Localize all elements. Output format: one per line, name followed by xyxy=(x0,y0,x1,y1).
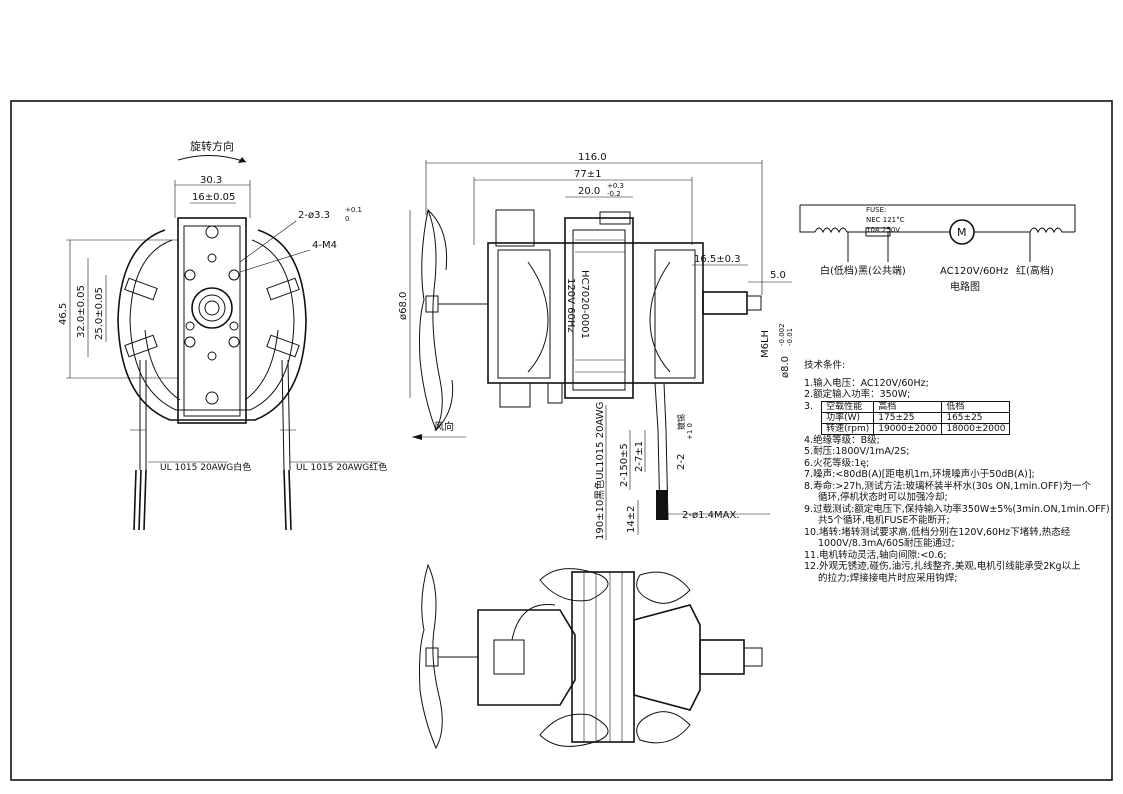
strip-1: 2-150±5 xyxy=(619,443,630,487)
spec-cell: 转速(rpm) xyxy=(821,422,875,435)
tech-item-10: 10.堵转:堵转测试要求高,低档分别在120V,60Hz下堵转,热态经 xyxy=(804,526,1071,538)
spec-table-row: 转速(rpm) 19000±2000 18000±2000 xyxy=(821,422,1011,435)
threads-note: 4-M4 xyxy=(312,240,337,251)
tech-item-5: 5.耐压:1800V/1mA/2S; xyxy=(804,446,910,457)
tech-item-8-cont: 循环,停机状态时可以加强冷却; xyxy=(818,492,948,503)
dim-shaft-diameter: ø8.0 xyxy=(780,356,791,378)
rotation-arrow-icon xyxy=(177,154,247,163)
label-white-low: 白(低档) xyxy=(820,264,858,277)
spec-cell: 18000±2000 xyxy=(941,422,1011,435)
tech-item-10-cont: 1000V/8.3mA/60S耐压能通过; xyxy=(818,538,955,549)
spec-cell: 165±25 xyxy=(941,411,1011,424)
spec-cell: 175±25 xyxy=(873,411,943,424)
rotation-label: 旋转方向 xyxy=(190,139,234,153)
spec-table: 空载性能 高档 低档 功率(W) 175±25 165±25 转速(rpm) 1… xyxy=(821,400,1011,435)
strip-2: 2-7±1 xyxy=(634,441,645,472)
strip-3: 2-2 xyxy=(676,454,687,470)
label-red-high: 红(高档) xyxy=(1016,264,1054,277)
strip-4: 14±2 xyxy=(626,506,637,533)
dim-overall-length: 116.0 xyxy=(578,152,607,163)
spec-cell: 19000±2000 xyxy=(873,422,943,435)
dim-shaft-tip: 5.0 xyxy=(770,270,786,281)
wire-white-label: UL 1015 20AWG白色 xyxy=(160,461,251,473)
dim-height-inner: 25.0±0.05 xyxy=(94,287,105,340)
tech-title: 技术条件: xyxy=(804,360,846,371)
tech-item-12: 12.外观无锈迹,碰伤,油污,扎线整齐,美观,电机引线能承受2Kg以上 xyxy=(804,561,1081,572)
dim-core-width: 20.0 xyxy=(578,186,600,197)
tech-item-8: 8.寿命:>27h,测试方法:玻璃杯装半杯水(30s ON,1min.OFF)为… xyxy=(804,480,1092,492)
circuit-diagram: FUSE: NEC 121°C 10A 250V M 白(低档) 黑(公共端) … xyxy=(799,204,1076,293)
spec-header-cell: 空载性能 xyxy=(821,400,875,413)
fuse-spec-2: 10A 250V xyxy=(866,226,900,234)
lead-length: 190±10黑色UL1015 20AWG xyxy=(593,402,606,540)
spec-table-row: 功率(W) 175±25 165±25 xyxy=(821,411,1011,424)
top-view xyxy=(419,563,763,750)
tech-item-3-num: 3. xyxy=(804,400,814,412)
tech-notes: 技术条件: 1.输入电压：AC120V/60Hz; 2.额定输入功率：350W;… xyxy=(804,360,1110,584)
wire-red-label: UL 1015 20AWG红色 xyxy=(296,461,387,473)
sheet-border xyxy=(10,100,1113,781)
dim-thread: M6LH xyxy=(760,330,771,358)
spec-header-cell: 低档 xyxy=(941,400,1011,413)
airflow-label: 风向 xyxy=(434,420,454,433)
tech-item-3: 3. 空载性能 高档 低档 功率(W) 175±25 165±25 转速(rpm… xyxy=(804,400,1104,435)
dim-core-tol-upper: +0.3 xyxy=(607,182,624,190)
side-view: HC7020-0001 120V 60Hz 116.0 77±1 20.0 +0… xyxy=(398,152,794,540)
tech-item-12-cont: 的拉力;焊接接电片时应采用钩焊; xyxy=(818,572,958,584)
spec-cell: 功率(W) xyxy=(821,411,875,424)
front-view: 旋转方向 xyxy=(58,139,387,531)
dim-body-length: 77±1 xyxy=(574,169,601,180)
dim-width-top: 30.3 xyxy=(200,175,222,186)
tech-item-11: 11.电机转动灵活,轴向间隙:<0.6; xyxy=(804,549,947,561)
tech-item-1: 1.输入电压：AC120V/60Hz; xyxy=(804,377,929,389)
strip-3-note: 镀锡 xyxy=(676,414,686,430)
tech-item-6: 6.火花等级:1ę; xyxy=(804,457,870,469)
dim-shaft-tol-lower: -0.01 xyxy=(786,328,794,346)
tech-item-2: 2.额定输入功率：350W; xyxy=(804,389,911,400)
supply-label: AC120V/60Hz xyxy=(940,266,1008,277)
strip-3-tol: +1 0 xyxy=(686,423,694,440)
dim-height-total: 46.5 xyxy=(58,303,69,325)
stator-marking-2: 120V 60Hz xyxy=(565,278,576,333)
spec-header-cell: 高档 xyxy=(873,400,943,413)
holes-note: 2-ø3.3 xyxy=(298,210,330,221)
spec-table-header: 空载性能 高档 低档 xyxy=(821,400,1011,413)
holes-tol-lower: 0 xyxy=(345,215,349,223)
dim-diameter: ø68.0 xyxy=(398,292,409,320)
fuse-label: FUSE: xyxy=(866,206,886,214)
dim-width-inner: 16±0.05 xyxy=(192,192,235,203)
stator-marking-1: HC7020-0001 xyxy=(579,270,590,339)
dim-height-mid: 32.0±0.05 xyxy=(76,285,87,338)
dim-shaft-tol-upper: -0.002 xyxy=(778,323,786,346)
circuit-title: 电路图 xyxy=(950,280,980,293)
motor-symbol: M xyxy=(957,226,967,239)
dim-shaft-offset: 16.5±0.3 xyxy=(694,254,741,265)
tech-item-4: 4.绝缘等级：B级; xyxy=(804,434,880,446)
label-black-common: 黑(公共端) xyxy=(858,264,906,277)
fuse-spec-1: NEC 121°C xyxy=(866,216,905,224)
holes-tol-upper: +0.1 xyxy=(345,206,362,214)
tech-item-7: 7.噪声:<80dB(A)[距电机1m,环境噪声小于50dB(A)]; xyxy=(804,469,1035,480)
dim-core-tol-lower: -0.2 xyxy=(607,190,621,198)
tech-item-9-cont: 共5个循环,电机FUSE不能断开; xyxy=(818,515,950,526)
pin-diameter: 2-ø1.4MAX. xyxy=(682,510,740,521)
tech-item-9: 9.过载测试:额定电压下,保持输入功率350W±5%(3min.ON,1min.… xyxy=(804,503,1110,515)
